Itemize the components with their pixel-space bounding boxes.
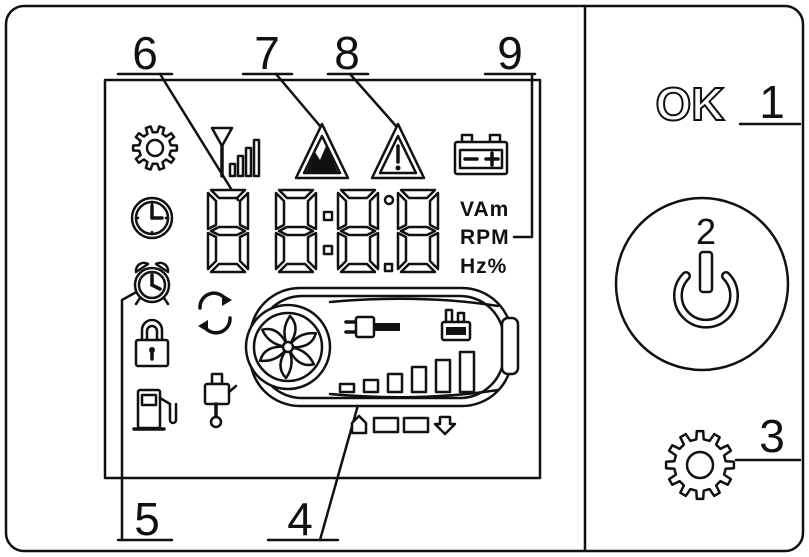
segment bbox=[336, 231, 348, 271]
power-icon bbox=[673, 250, 739, 329]
oil-pump-icon bbox=[203, 372, 238, 429]
callout-5: 5 bbox=[116, 288, 174, 545]
segment bbox=[336, 191, 348, 231]
warning-triangle-icon bbox=[370, 122, 426, 180]
padlock-icon bbox=[134, 318, 170, 368]
segment bbox=[396, 231, 408, 271]
callout-number: 3 bbox=[759, 410, 785, 462]
segment bbox=[399, 225, 437, 237]
outer-frame bbox=[4, 4, 805, 553]
segment bbox=[339, 225, 377, 237]
power-button[interactable]: 2 bbox=[614, 196, 790, 372]
unit-label: RPM bbox=[460, 226, 510, 249]
callout-number: 7 bbox=[254, 27, 280, 79]
callout-number: 9 bbox=[497, 27, 523, 79]
numeric-display bbox=[206, 188, 440, 274]
callout-4: 4 bbox=[266, 396, 362, 545]
alarm-clock-icon bbox=[133, 261, 171, 306]
indicator-segment bbox=[402, 416, 430, 434]
seven-segment-digit bbox=[206, 188, 250, 274]
segment bbox=[399, 188, 437, 200]
signal-strength-icon bbox=[210, 126, 261, 178]
segment bbox=[428, 191, 440, 231]
callout-number: 6 bbox=[132, 27, 158, 79]
segment bbox=[368, 191, 380, 231]
segment bbox=[238, 191, 250, 231]
callout-8: 8 bbox=[326, 27, 398, 128]
segment bbox=[399, 262, 437, 274]
power-level-bars-icon bbox=[338, 350, 476, 394]
fan-icon bbox=[244, 303, 332, 391]
battery-icon bbox=[453, 133, 509, 176]
callout-number: 8 bbox=[334, 27, 360, 79]
lcd-frame bbox=[103, 78, 542, 480]
mode-indicators bbox=[350, 414, 457, 436]
segment bbox=[274, 191, 286, 231]
clock-icon bbox=[130, 196, 174, 240]
up-arrow-icon bbox=[350, 414, 368, 435]
recirculation-icon bbox=[198, 291, 232, 335]
seven-segment-digit bbox=[396, 188, 440, 274]
colon-upper bbox=[322, 210, 334, 222]
ok-button[interactable]: OK bbox=[655, 77, 726, 131]
callout-9: 9 bbox=[483, 27, 537, 239]
seven-segment-digit bbox=[336, 188, 380, 274]
segment bbox=[277, 225, 315, 237]
callout-number: 5 bbox=[134, 493, 160, 545]
segment bbox=[238, 231, 250, 271]
segment bbox=[368, 231, 380, 271]
callout-number: 2 bbox=[696, 211, 716, 252]
altitude-mountain-icon bbox=[294, 122, 350, 180]
unit-label: Hz% bbox=[460, 255, 507, 278]
segment bbox=[277, 262, 315, 274]
gear-icon bbox=[131, 125, 179, 171]
segment bbox=[306, 231, 318, 271]
unit-label: VAm bbox=[460, 198, 509, 221]
segment bbox=[209, 188, 247, 200]
callout-6: 6 bbox=[116, 27, 240, 202]
colon-lower bbox=[322, 244, 334, 256]
callout-number: 4 bbox=[287, 493, 313, 545]
segment bbox=[274, 231, 286, 271]
segment bbox=[339, 262, 377, 274]
segment bbox=[206, 231, 218, 271]
segment bbox=[306, 191, 318, 231]
plug-icon bbox=[344, 315, 400, 339]
indicator-segment bbox=[372, 416, 400, 434]
fuel-pump-icon bbox=[132, 388, 178, 431]
callout-1: 1 bbox=[738, 76, 802, 128]
callout-7: 7 bbox=[241, 27, 322, 128]
down-arrow-icon bbox=[433, 415, 457, 436]
segment bbox=[206, 191, 218, 231]
segment bbox=[209, 225, 247, 237]
settings-button[interactable] bbox=[664, 429, 736, 501]
degree-symbol bbox=[383, 194, 395, 206]
segment bbox=[396, 191, 408, 231]
decimal-point bbox=[383, 262, 394, 273]
fuel-tank-icon bbox=[440, 308, 472, 342]
callout-3: 3 bbox=[734, 410, 802, 462]
segment bbox=[339, 188, 377, 200]
seven-segment-digit bbox=[274, 188, 318, 274]
ok-button-label: OK bbox=[656, 78, 725, 130]
segment bbox=[277, 188, 315, 200]
heater-body-icon bbox=[244, 286, 520, 408]
callout-number: 1 bbox=[759, 76, 785, 128]
segment bbox=[209, 262, 247, 274]
segment bbox=[428, 231, 440, 271]
